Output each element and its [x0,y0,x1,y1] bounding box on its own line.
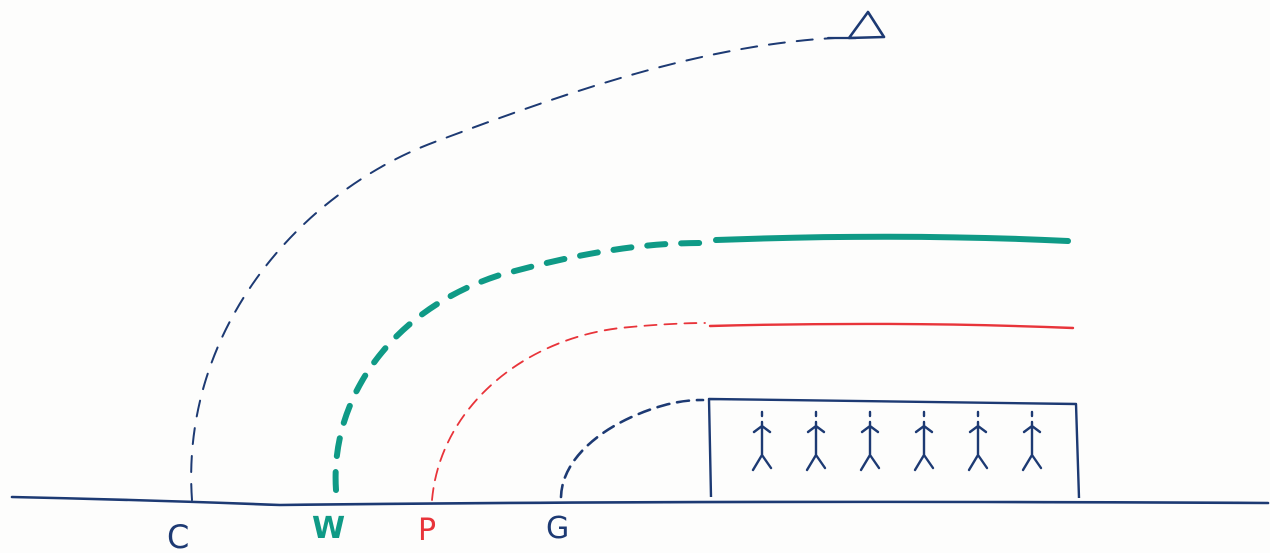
arc-w [332,240,703,493]
stick-figure-icon [805,410,827,472]
figures-group [751,410,1043,472]
label-p: P [418,513,436,548]
line-p [708,322,1075,330]
label-g: G [546,511,569,546]
building-box [707,397,1081,499]
stick-figure-icon [967,410,989,472]
arc-g [559,398,705,499]
stick-figure-icon [913,410,935,472]
ground-line [10,495,1270,507]
arc-c [190,37,836,501]
stick-figure-icon [1021,410,1043,472]
stick-figure-icon [859,410,881,472]
line-w [713,233,1071,244]
label-w: W [312,511,345,546]
triangle-marker-icon [847,10,886,40]
label-c: C [167,518,189,553]
stick-figure-icon [751,410,773,472]
arc-p [431,322,706,501]
